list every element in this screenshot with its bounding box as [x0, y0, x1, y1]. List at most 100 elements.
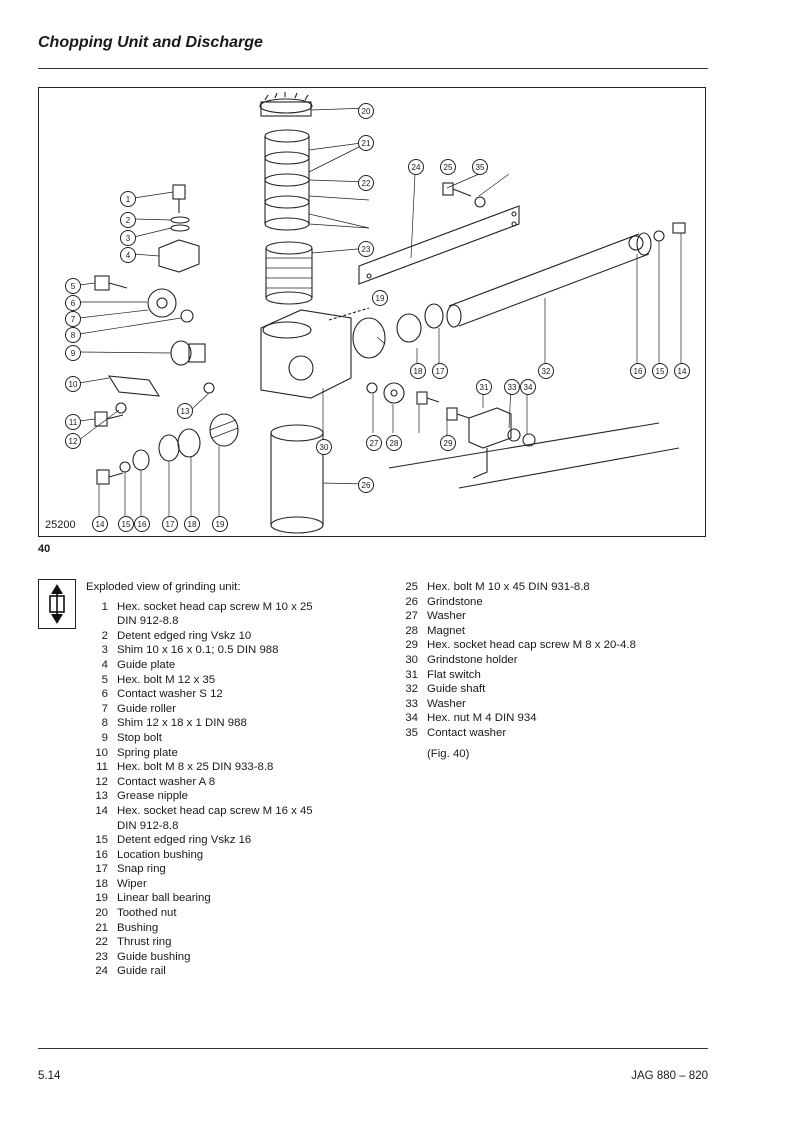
callout-18: 18: [410, 363, 426, 379]
callout-26: 26: [358, 477, 374, 493]
part-number: 22: [95, 936, 108, 949]
part-description: Guide rail: [117, 965, 166, 978]
part-description: Thrust ring: [117, 936, 172, 949]
callout-10: 10: [65, 376, 81, 392]
part-number: 8: [101, 717, 108, 730]
part-number: 17: [95, 863, 108, 876]
part-description: Contact washer: [427, 726, 507, 739]
callout-14: 14: [674, 363, 690, 379]
callout-9: 9: [65, 345, 81, 361]
callout-30: 30: [316, 439, 332, 455]
callout-31: 31: [476, 379, 492, 395]
callout-20: 20: [358, 103, 374, 119]
callout-6: 6: [65, 295, 81, 311]
callout-4: 4: [120, 247, 136, 263]
callout-21: 21: [358, 135, 374, 151]
part-description: Location bushing: [117, 848, 204, 861]
part-number: 6: [101, 688, 108, 701]
callout-8: 8: [65, 327, 81, 343]
parts-list-item: 3 Shim 10 x 16 x 0.1; 0.5 DIN 988: [86, 643, 313, 658]
part-description: Shim 12 x 18 x 1 DIN 988: [117, 717, 247, 730]
part-number: 34: [405, 712, 418, 725]
part-number: 3: [101, 644, 108, 657]
part-number: 15: [95, 834, 108, 847]
parts-list-item: 23 Guide bushing: [86, 950, 313, 965]
part-description: Hex. socket head cap screw M 8 x 20-4.8: [427, 639, 636, 652]
part-number: 16: [95, 848, 108, 861]
part-description: Shim 10 x 16 x 0.1; 0.5 DIN 988: [117, 644, 279, 657]
callout-14: 14: [92, 516, 108, 532]
part-number: 2: [101, 629, 108, 642]
part-number: 28: [405, 624, 418, 637]
part-description: Spring plate: [117, 746, 178, 759]
callout-23: 23: [358, 241, 374, 257]
part-number: 32: [405, 683, 418, 696]
callout-22: 22: [358, 175, 374, 191]
part-description: Guide plate: [117, 658, 176, 671]
part-description: Guide shaft: [427, 683, 486, 696]
part-number: 23: [95, 950, 108, 963]
callout-13: 13: [177, 403, 193, 419]
parts-list-item: 19 Linear ball bearing: [86, 891, 313, 906]
callout-2: 2: [120, 212, 136, 228]
part-number: 12: [95, 775, 108, 788]
part-number: 14: [95, 804, 108, 817]
part-description: Hex. socket head cap screw M 10 x 25: [117, 600, 313, 613]
parts-list-item: 15 Detent edged ring Vskz 16: [86, 833, 313, 848]
part-number: [86, 614, 108, 629]
callout-7: 7: [65, 311, 81, 327]
part-description: Hex. nut M 4 DIN 934: [427, 712, 537, 725]
part-number: 7: [101, 702, 108, 715]
part-number: 35: [405, 726, 418, 739]
drawing-code: 25200: [45, 519, 76, 531]
part-number: 9: [101, 731, 108, 744]
callout-16: 16: [630, 363, 646, 379]
part-description: Guide bushing: [117, 950, 191, 963]
part-number: 19: [95, 892, 108, 905]
part-number: 21: [95, 921, 108, 934]
part-description: Grease nipple: [117, 790, 188, 803]
callout-11: 11: [65, 414, 81, 430]
callout-24: 24: [408, 159, 424, 175]
part-description: Magnet: [427, 624, 465, 637]
part-number: [86, 819, 108, 834]
exploded-view-drawing: [39, 92, 686, 536]
parts-list-item: 8 Shim 12 x 18 x 1 DIN 988: [86, 716, 313, 731]
part-description: Washer: [427, 697, 466, 710]
callout-19: 19: [372, 290, 388, 306]
parts-list-intro: Exploded view of grinding unit:: [86, 581, 241, 593]
part-description: Grindstone: [427, 595, 483, 608]
part-description: DIN 912-8.8: [117, 615, 179, 628]
figure-reference: (Fig. 40): [427, 747, 470, 760]
part-description: Hex. bolt M 8 x 25 DIN 933-8.8: [117, 761, 274, 774]
part-description: DIN 912-8.8: [117, 819, 179, 832]
page-number: 5.14: [38, 1070, 61, 1082]
parts-list-item: 32 Guide shaft: [396, 682, 636, 697]
part-number: 27: [405, 610, 418, 623]
part-description: Snap ring: [117, 863, 166, 876]
callout-3: 3: [120, 230, 136, 246]
callout-16: 16: [134, 516, 150, 532]
part-description: Wiper: [117, 877, 147, 890]
lift-arrows-icon: [49, 584, 65, 624]
callout-33: 33: [504, 379, 520, 395]
part-description: Linear ball bearing: [117, 892, 211, 905]
callout-17: 17: [162, 516, 178, 532]
part-description: Detent edged ring Vskz 16: [117, 834, 252, 847]
part-description: Grindstone holder: [427, 653, 518, 666]
part-number: 31: [405, 668, 418, 681]
part-description: Contact washer S 12: [117, 688, 223, 701]
